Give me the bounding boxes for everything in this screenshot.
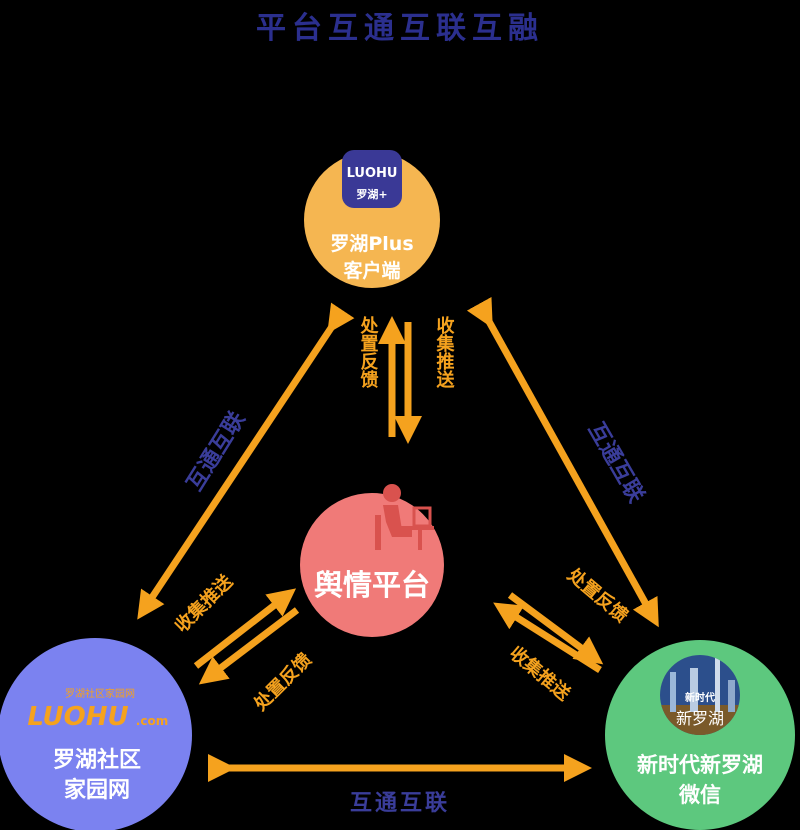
left-push-arrow xyxy=(193,588,297,669)
luohu-plus-app-icon xyxy=(342,150,402,208)
node-new-luohu-wechat: 新时代 新罗湖 新时代新罗湖 微信 xyxy=(605,640,795,830)
top-feedback-label: 处置反馈 xyxy=(358,315,380,389)
right-logo-line1: 新时代 xyxy=(685,691,715,704)
node-luohu-community: 罗湖社区家园网 LUOHU .com 罗湖社区 家园网 xyxy=(0,638,192,830)
right-side-arrow xyxy=(466,296,659,628)
right-node-line1: 新时代新罗湖 xyxy=(637,753,763,777)
left-push-label: 收集推送 xyxy=(171,570,238,637)
node-luohu-plus: LUOHU 罗湖+ 罗湖Plus 客户端 xyxy=(304,150,440,288)
left-logo-suffix: .com xyxy=(136,714,168,728)
bottom-side-label: 互通互联 xyxy=(350,791,450,816)
left-logo-text: LUOHU xyxy=(27,702,128,732)
node-public-opinion-platform: 舆情平台 xyxy=(300,484,444,637)
right-node-line2: 微信 xyxy=(678,783,721,807)
app-logo-text: LUOHU xyxy=(347,166,398,181)
arrows xyxy=(137,296,659,782)
left-side-arrow xyxy=(137,302,355,620)
top-node-line1: 罗湖Plus xyxy=(330,233,413,255)
center-node-label: 舆情平台 xyxy=(314,568,430,602)
right-push-arrow xyxy=(493,602,602,673)
app-logo-sub: 罗湖+ xyxy=(356,187,387,201)
right-feedback-label: 处置反馈 xyxy=(562,563,632,627)
top-node-line2: 客户端 xyxy=(343,259,400,282)
right-side-label: 互通互联 xyxy=(583,418,649,507)
diagram-title: 平台互通互联互融 xyxy=(256,11,544,46)
left-feedback-arrow xyxy=(198,607,300,685)
right-logo-line2: 新罗湖 xyxy=(676,709,724,728)
person-at-desk-icon xyxy=(375,484,434,550)
top-push-label: 收集推送 xyxy=(434,315,456,389)
left-node-line2: 家园网 xyxy=(64,777,130,803)
left-node-line1: 罗湖社区 xyxy=(53,747,141,773)
left-logo-sub: 罗湖社区家园网 xyxy=(65,687,135,700)
left-side-label: 互通互联 xyxy=(183,408,251,496)
left-feedback-label: 处置反馈 xyxy=(249,649,316,716)
